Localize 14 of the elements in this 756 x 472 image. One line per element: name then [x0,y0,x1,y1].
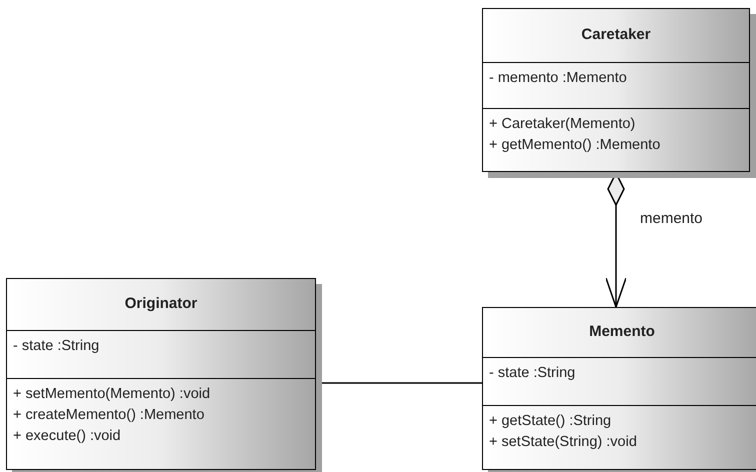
class-name: Caretaker [581,25,651,46]
operation-text: + setMemento(Memento) :void [13,384,212,404]
attribute-text: - state :String [489,364,576,384]
class-box [482,307,756,470]
attribute-text: - state :String [13,337,100,356]
operation-text: + getState() :String [489,412,612,431]
operation-text: + getMemento() :Memento [489,136,662,155]
operation-text: + createMemento() :Memento [13,406,206,425]
class-name: Originator [124,294,198,314]
class-name: Memento [589,322,655,342]
attribute-text: - memento :Memento [489,69,628,88]
operation-text: + Caretaker(Memento) [489,114,636,134]
operation-text: + setState(String) :void [489,432,638,452]
operation-text: + execute() :void [13,426,122,446]
